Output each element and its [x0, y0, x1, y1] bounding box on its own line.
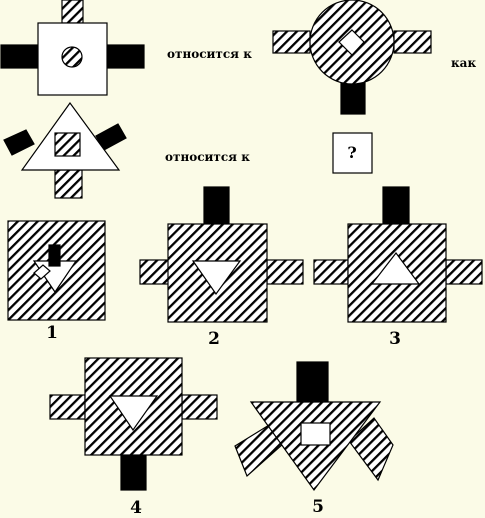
figure-a — [0, 0, 145, 96]
option-1-figure[interactable] — [7, 220, 106, 321]
option-4-number: 4 — [130, 498, 142, 518]
figure-b — [272, 0, 432, 115]
as-label: как — [451, 56, 476, 70]
relation-label-bottom: относится к — [165, 150, 250, 164]
option-1-number: 1 — [46, 323, 58, 343]
relation-label-top: относится к — [167, 47, 252, 61]
option-5-figure[interactable] — [234, 361, 394, 492]
option-2-figure[interactable] — [139, 186, 304, 323]
option-2-number: 2 — [208, 329, 220, 349]
option-3-figure[interactable] — [313, 186, 483, 323]
unknown-mark: ? — [347, 143, 356, 162]
option-4-figure[interactable] — [49, 357, 218, 491]
option-3-number: 3 — [389, 329, 401, 349]
option-5-number: 5 — [312, 497, 324, 517]
figure-c — [3, 101, 127, 199]
unknown-figure-box — [332, 132, 373, 174]
